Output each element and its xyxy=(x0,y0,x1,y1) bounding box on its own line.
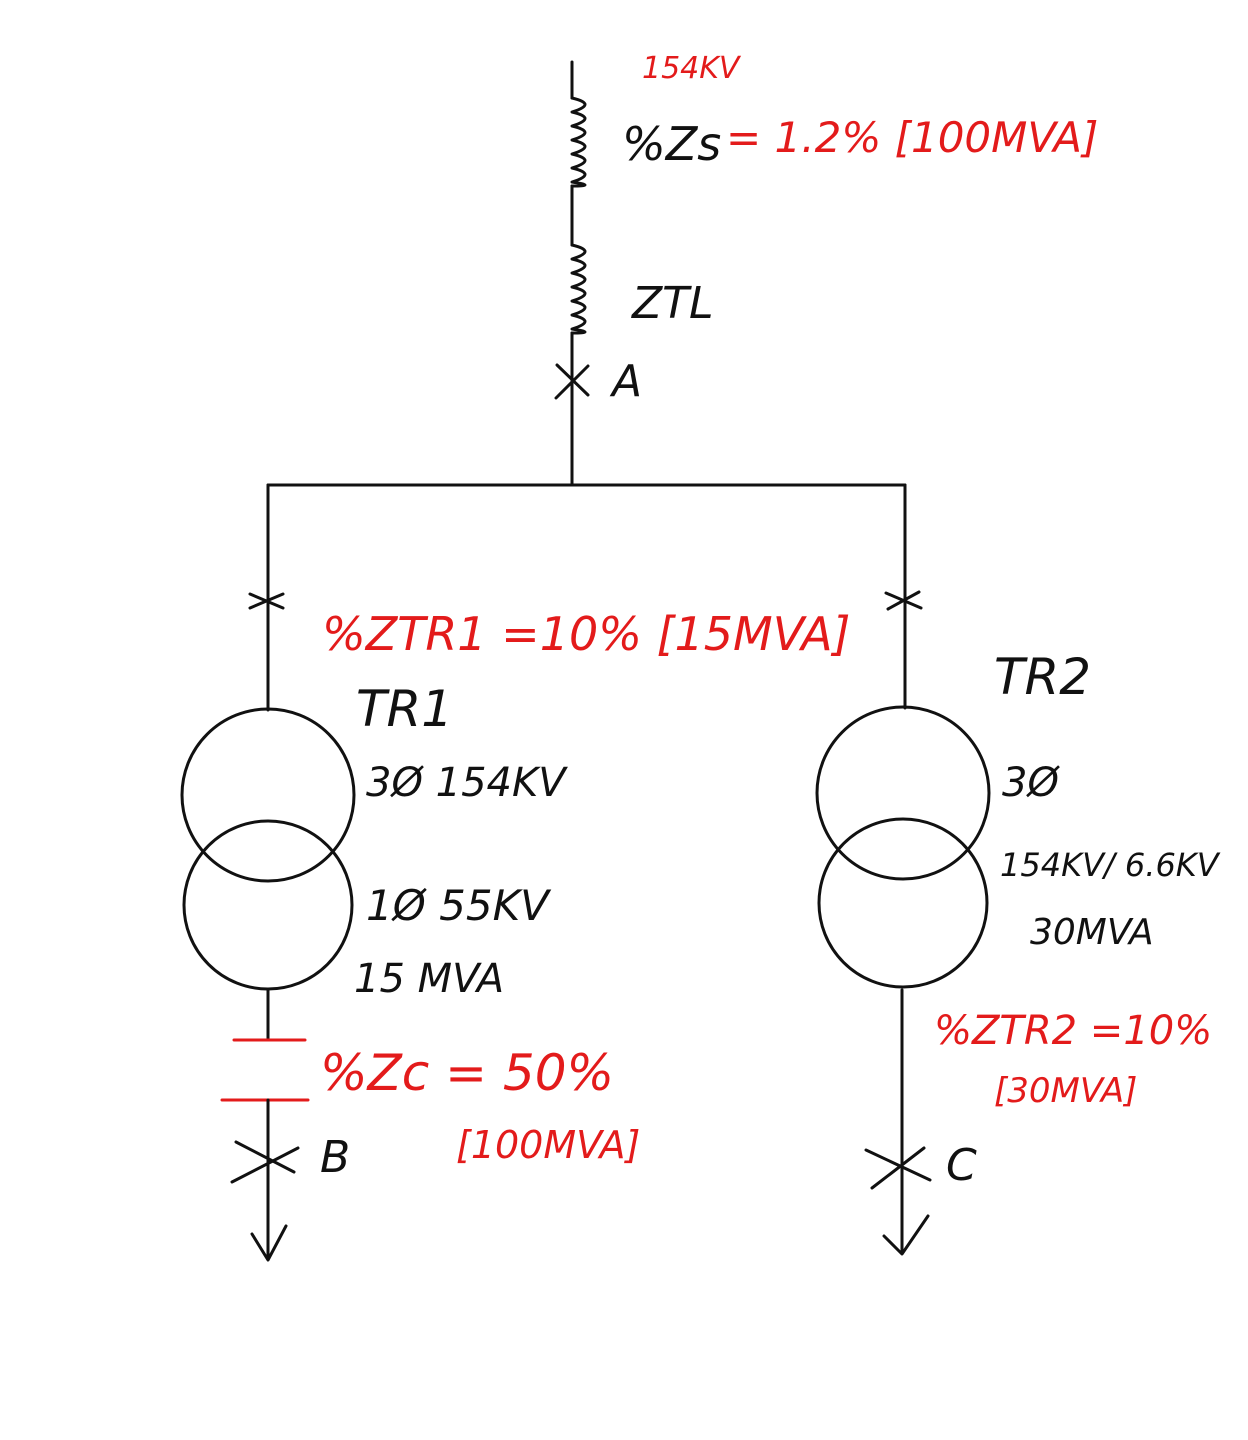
capacitor-impedance-label: %Zc = 50% xyxy=(320,1044,614,1102)
tr1-secondary-rating: 1Ø 55KV xyxy=(366,881,552,930)
tr2-impedance-base: [30MVA] xyxy=(994,1071,1137,1111)
tr2-mva-rating: 30MVA xyxy=(1030,912,1154,953)
fault-mark-b xyxy=(230,1140,300,1184)
capacitor-impedance-base: [100MVA] xyxy=(456,1123,640,1167)
tr1-name: TR1 xyxy=(356,680,453,738)
source-voltage-label: 154KV xyxy=(642,51,742,86)
ztl-label: ZTL xyxy=(631,278,714,329)
point-b-label: B xyxy=(320,1132,350,1183)
tr2-name: TR2 xyxy=(994,648,1091,706)
tr2-primary-winding xyxy=(815,705,991,881)
zs-value: = 1.2% [100MVA] xyxy=(726,113,1098,162)
tr2-voltage-rating: 154KV/ 6.6KV xyxy=(1000,846,1221,884)
fault-mark-a xyxy=(554,363,590,400)
capacitor-symbol xyxy=(220,1038,310,1102)
fault-mark-c xyxy=(864,1146,932,1190)
zs-label: %Zs xyxy=(622,117,721,171)
point-a-label: A xyxy=(609,356,642,407)
tr2-secondary-winding xyxy=(817,817,989,989)
tr1-mva-rating: 15 MVA xyxy=(354,956,504,1002)
breaker-mark-tr1 xyxy=(248,592,285,610)
tr2-branch xyxy=(815,483,991,1256)
busbar xyxy=(266,474,907,487)
tr1-primary-winding xyxy=(180,707,356,883)
zs-impedance-symbol xyxy=(570,96,587,188)
ztl-impedance-symbol xyxy=(570,243,587,335)
tr1-primary-rating: 3Ø 154KV xyxy=(366,760,568,806)
source-feeder xyxy=(554,60,590,478)
load-arrow-c xyxy=(882,1214,930,1256)
breaker-mark-tr2 xyxy=(884,590,923,611)
tr1-branch xyxy=(180,483,356,1262)
tr1-impedance-label: %ZTR1 =10% [15MVA] xyxy=(322,607,851,661)
tr1-secondary-winding xyxy=(182,819,354,991)
load-arrow-b xyxy=(250,1224,288,1262)
tr2-phase: 3Ø xyxy=(1002,760,1060,806)
tr2-impedance-label: %ZTR2 =10% xyxy=(934,1008,1212,1054)
point-c-label: C xyxy=(946,1140,977,1191)
